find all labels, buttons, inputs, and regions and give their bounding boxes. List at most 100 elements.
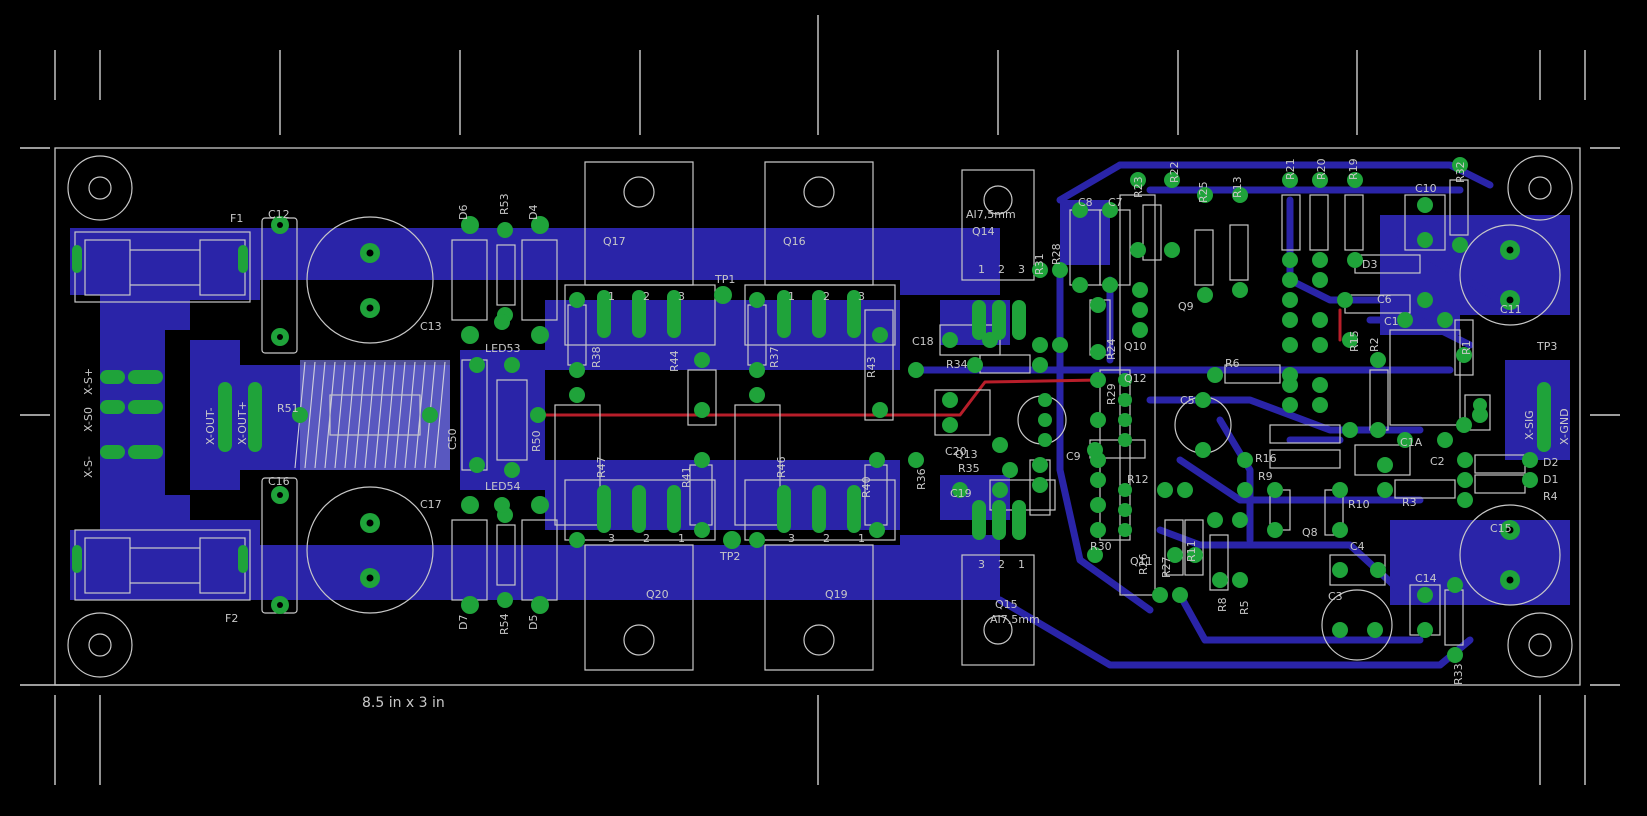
label-r22: R22 [1168,161,1181,183]
label-r13: R13 [1231,176,1244,198]
label-d2: D2 [1543,456,1558,469]
label-tp2: TP2 [719,550,740,563]
label-c18: C18 [912,335,934,348]
label-r1: R1 [1460,340,1473,355]
label-d6: D6 [457,205,470,220]
label-tp1: TP1 [714,273,735,286]
label-r30: R30 [1090,540,1112,553]
label-c20: C20 [945,445,967,458]
label-q17: Q17 [603,235,626,248]
label-r10: R10 [1348,498,1370,511]
label-r28: R28 [1050,243,1063,265]
label-q15: Q15 [995,598,1018,611]
label-r27: R27 [1160,556,1173,578]
label-q8: Q8 [1302,526,1318,539]
label-c19: C19 [950,487,972,500]
label-1: 1 [1018,558,1025,571]
label-1: 1 [678,532,685,545]
label-3: 3 [608,532,615,545]
label-r36: R36 [915,468,928,490]
label-r32: R32 [1454,161,1467,183]
label-1: 1 [978,263,985,276]
label-3: 3 [978,558,985,571]
label-3: 3 [788,532,795,545]
label-x-out-: X-OUT+ [236,401,249,445]
label-c1a: C1A [1400,436,1423,449]
label-r35: R35 [958,462,980,475]
label-r2: R2 [1368,337,1381,352]
label-r31: R31 [1033,253,1046,275]
label-r46: R46 [775,456,788,478]
label-q9: Q9 [1178,300,1194,313]
label-x-s-: X-S+ [82,368,95,395]
label-q14: Q14 [972,225,995,238]
label-c16: C16 [268,475,290,488]
label-c4: C4 [1350,540,1365,553]
label-r40: R40 [860,476,873,498]
label-2: 2 [823,290,830,303]
label-q19: Q19 [825,588,848,601]
label-f1: F1 [230,212,243,225]
label-r37: R37 [768,346,781,368]
label-r12: R12 [1127,473,1149,486]
label-d7: D7 [457,615,470,630]
label-led54: LED54 [485,480,521,493]
label-c50: C50 [446,428,459,450]
label-r53: R53 [498,193,511,215]
label-q10: Q10 [1124,340,1147,353]
label-c15: C15 [1490,522,1512,535]
label-c3: C3 [1328,590,1343,603]
label-2: 2 [643,290,650,303]
label-1: 1 [858,532,865,545]
label-r9: R9 [1258,470,1273,483]
label-r11: R11 [1185,540,1198,562]
label-r23: R23 [1132,176,1145,198]
label-r25: R25 [1197,181,1210,203]
label-r15: R15 [1348,330,1361,352]
label-ai7-5mm: AI7,5mm [990,613,1040,626]
label-ai7-5mm: AI7,5mm [966,208,1016,221]
label-c9: C9 [1066,450,1081,463]
label-led53: LED53 [485,342,521,355]
board-outline [54,147,1581,686]
label-c10: C10 [1415,182,1437,195]
pads [72,157,1551,663]
label-f2: F2 [225,612,238,625]
silkscreen-outlines [67,155,1573,678]
label-c17: C17 [420,498,442,511]
label-r26: R26 [1137,553,1150,575]
label-r19: R19 [1347,158,1360,180]
label-c1: C1 [1384,315,1399,328]
label-d4: D4 [527,205,540,220]
label-q20: Q20 [646,588,669,601]
label-r44: R44 [668,350,681,372]
label-r29: R29 [1105,383,1118,405]
label-2: 2 [643,532,650,545]
label-r47: R47 [595,456,608,478]
label-3: 3 [858,290,865,303]
label-d1: D1 [1543,473,1558,486]
label-r54: R54 [498,613,511,635]
label-x-gnd: X-GND [1558,408,1571,445]
label-r41: R41 [680,466,693,488]
board-size-label: 8.5 in x 3 in [362,695,445,711]
label-r50: R50 [530,430,543,452]
label-c8: C8 [1078,196,1093,209]
label-r34: R34 [946,358,968,371]
label-c14: C14 [1415,572,1437,585]
label-r21: R21 [1284,158,1297,180]
label-3: 3 [678,290,685,303]
label-r38: R38 [590,346,603,368]
label-q12: Q12 [1124,372,1147,385]
label-1: 1 [788,290,795,303]
label-2: 2 [823,532,830,545]
label-r51: R51 [277,402,299,415]
label-c12: C12 [268,208,290,221]
label-3: 3 [1018,263,1025,276]
top-traces [543,308,1342,417]
label-c13: C13 [420,320,442,333]
label-1: 1 [608,290,615,303]
label-r8: R8 [1216,597,1229,612]
